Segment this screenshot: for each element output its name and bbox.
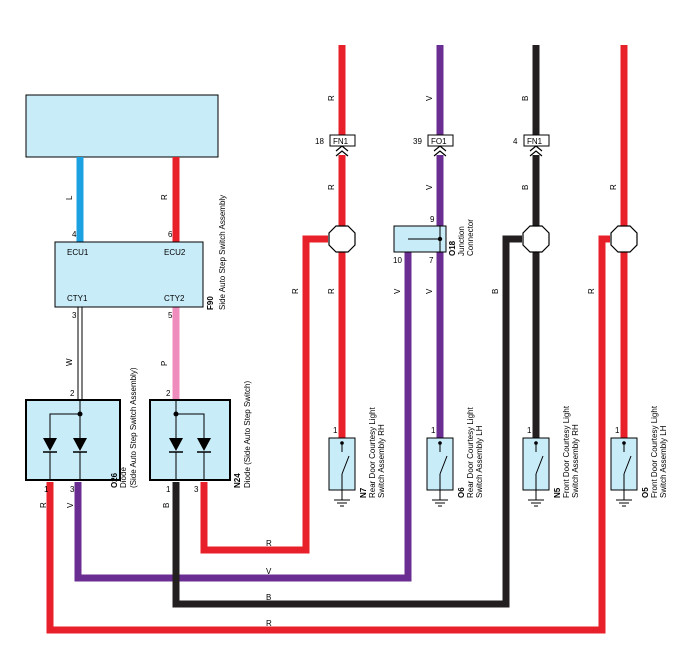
wire-label-bus1: R: [266, 539, 272, 548]
connector-fn1-b: FN1 4: [513, 134, 550, 157]
o26-pin-1: 1: [44, 485, 49, 494]
o18-line1: Junction: [457, 226, 466, 256]
o26-pin-3: 3: [70, 485, 75, 494]
switch-n5-pin: 1: [527, 426, 532, 435]
splice-col3-icon: [522, 225, 550, 253]
connector-fn1-a: FN1 18: [315, 134, 356, 157]
wire-label-bus2: V: [266, 567, 272, 576]
switch-o6: [426, 437, 454, 507]
wire-col2-branch: [74, 252, 412, 582]
o26-pin-2: 2: [70, 389, 75, 398]
wire-label-top2: V: [425, 95, 434, 101]
f90-term-ecu2: ECU2: [164, 248, 186, 257]
wire-label-bus4: R: [266, 619, 272, 628]
n24-box: [149, 399, 231, 481]
n24-diode-left-icon: [169, 438, 183, 451]
o18-pin-10: 10: [393, 256, 402, 265]
connector-fn1-a-name: FN1: [333, 137, 349, 146]
o18-line2: Connector: [466, 219, 475, 256]
f90-term-cty2: CTY2: [164, 294, 185, 303]
wire-label-ecu1: L: [65, 195, 74, 200]
switch-o5-pin: 1: [615, 426, 620, 435]
switch-n7-line2: Switch Assembly RH: [377, 424, 386, 498]
switch-n5-line1: Front Door Courtesy Light: [562, 405, 571, 498]
wire-label-n24-1: B: [162, 503, 171, 508]
connector-fo1: FO1 39: [413, 134, 454, 157]
wire-label-top3: B: [521, 96, 530, 101]
o26-code: O26: [110, 472, 119, 488]
wire-label-o26-3: V: [66, 502, 75, 508]
switch-n7: [328, 437, 356, 507]
n24-diodes: [173, 400, 205, 480]
switch-o5-line1: Front Door Courtesy Light: [650, 405, 659, 498]
switch-o6-code: O6: [457, 487, 466, 498]
o26-line1: Diode: [119, 467, 128, 488]
f90-name: Side Auto Step Switch Assembly: [218, 195, 227, 310]
n24-code: N24: [233, 473, 242, 488]
n24-pin-1: 1: [166, 485, 171, 494]
connector-fo1-name: FO1: [431, 137, 447, 146]
switch-n7-code: N7: [359, 487, 368, 498]
switch-o5: [610, 437, 638, 507]
wire-col1-branch: [200, 235, 328, 554]
connector-fn1-b-pin: 4: [513, 137, 518, 146]
switch-o6-pin: 1: [431, 426, 436, 435]
wire-label-low6: R: [587, 288, 596, 294]
connector-fn1-b-name: FN1: [527, 137, 543, 146]
f90-pin-6: 6: [168, 230, 173, 239]
switch-n5-line2: Switch Assembly RH: [571, 424, 580, 498]
wire-label-cty2: P: [160, 361, 169, 366]
wire-col4-branch: [46, 235, 610, 634]
switch-o5-line2: Switch Assembly LH: [659, 425, 668, 498]
o18-pin-7: 7: [429, 256, 434, 265]
wire-label-top1: R: [327, 95, 336, 101]
switch-o6-line1: Rear Door Courtesy Light: [466, 407, 475, 498]
switch-o5-code: O5: [641, 487, 650, 498]
switch-n5-code: N5: [553, 487, 562, 498]
wire-label-mid2: V: [425, 184, 434, 190]
o26-diode-left-icon: [43, 438, 57, 451]
f90-term-ecu1: ECU1: [67, 248, 89, 257]
o26-diode-right-icon: [73, 438, 87, 451]
wire-label-mid1: R: [327, 184, 336, 190]
n24-pin-2: 2: [166, 389, 171, 398]
o18-dot: [437, 236, 443, 242]
n24-diode-right-icon: [197, 438, 211, 451]
switch-n7-pin: 1: [333, 426, 338, 435]
n24-pin-3: 3: [194, 485, 199, 494]
o26-line2: (Side Auto Step Switch Assembly): [129, 367, 138, 488]
wire-label-cty1: W: [65, 358, 74, 366]
wire-label-o26-1: R: [39, 502, 48, 508]
top-ecu-box: [25, 94, 219, 158]
splice-col1-icon: [328, 225, 356, 253]
f90-pin-5: 5: [168, 311, 173, 320]
wire-label-low3: R: [327, 288, 336, 294]
wire-label-low1: R: [291, 288, 300, 294]
wire-col3-branch: [172, 235, 522, 608]
f90-pin-3: 3: [72, 311, 77, 320]
wire-label-low4: V: [425, 288, 434, 294]
f90-box: [54, 241, 204, 308]
o18-code: O18: [448, 240, 457, 256]
wire-label-mid3: B: [521, 185, 530, 190]
f90-pin-4: 4: [72, 230, 77, 239]
wire-label-bus3: B: [266, 593, 271, 602]
o26-diodes: [49, 400, 83, 480]
switch-n7-line1: Rear Door Courtesy Light: [368, 407, 377, 498]
switch-o6-line2: Switch Assembly LH: [475, 425, 484, 498]
o26-box: [25, 399, 121, 481]
wire-label-low5: B: [491, 289, 500, 294]
f90-code: F90: [206, 296, 215, 310]
connector-fo1-pin: 39: [413, 137, 422, 146]
wire-label-low2: V: [393, 288, 402, 294]
o18-pin-9: 9: [430, 215, 435, 224]
connector-fn1-a-pin: 18: [315, 137, 324, 146]
f90-term-cty1: CTY1: [67, 294, 88, 303]
switch-n5: [522, 437, 550, 507]
wire-label-mid4: R: [609, 184, 618, 190]
splice-col4-icon: [610, 225, 638, 253]
wire-label-ecu2: R: [160, 194, 169, 200]
n24-line1: Diode (Side Auto Step Switch): [243, 380, 252, 488]
